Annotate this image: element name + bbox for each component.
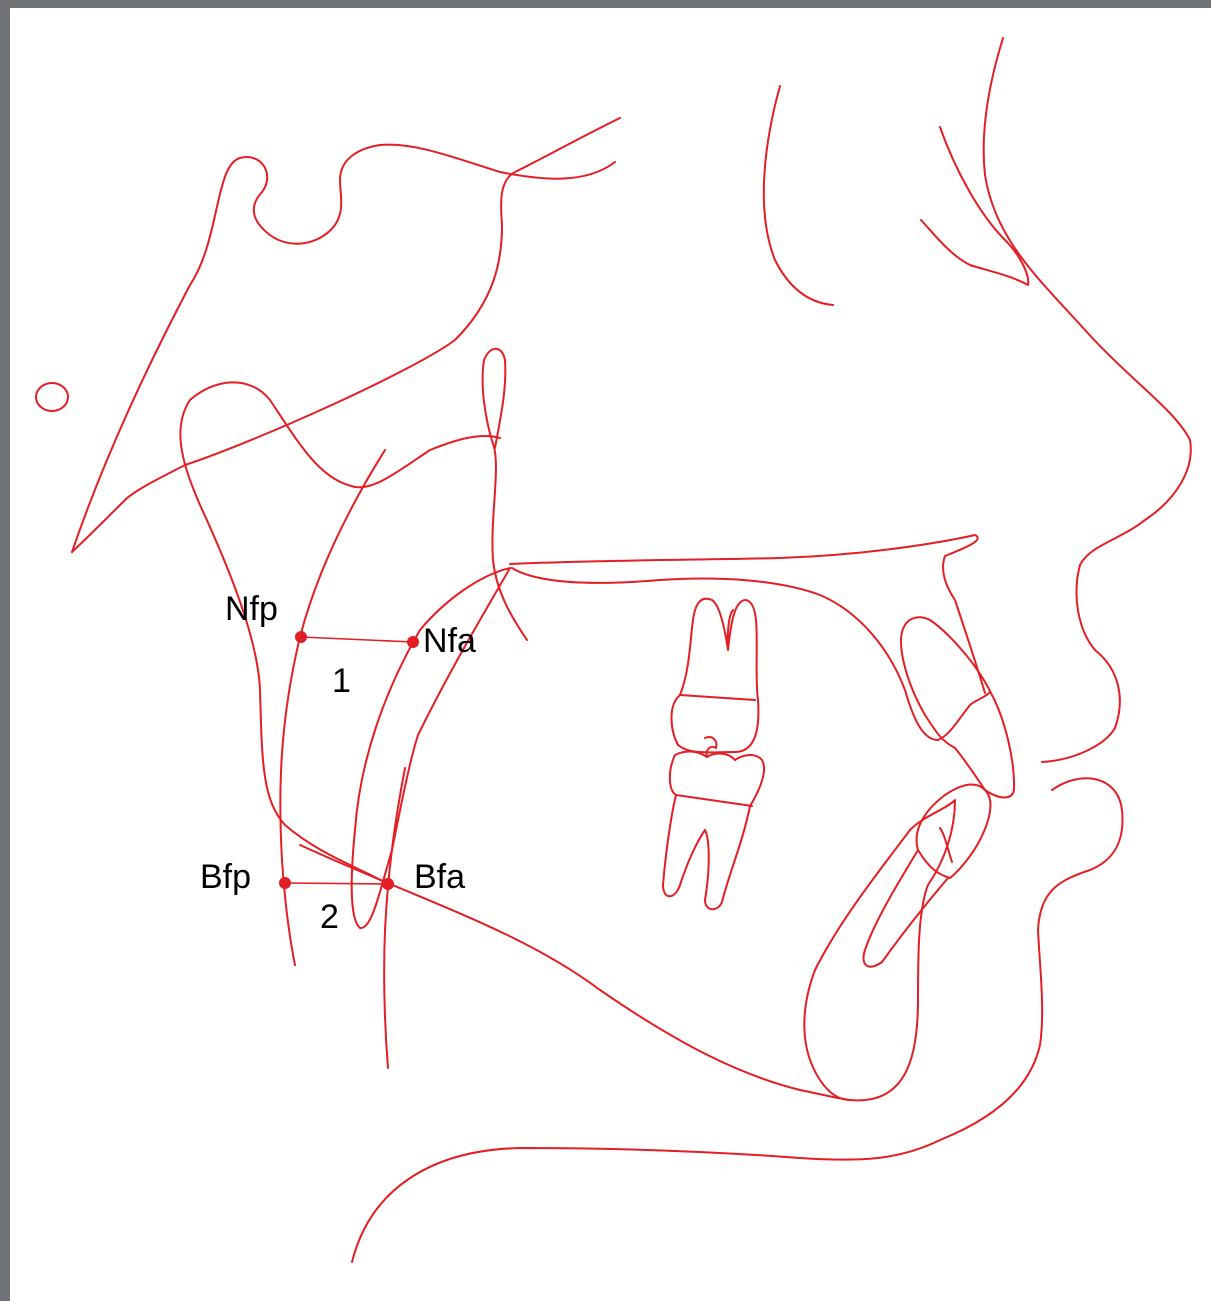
soft-palate-edge	[384, 768, 405, 1068]
ramus-posterior-border	[180, 400, 390, 885]
landmark-label-bfp: Bfp	[200, 858, 251, 896]
measurement-line-1	[301, 637, 413, 642]
measurement-line-2	[285, 883, 388, 884]
soft-tissue-nasion-line	[764, 86, 833, 305]
cranial-line-lower	[72, 465, 185, 552]
lower-molar	[663, 737, 764, 909]
upper-molar	[672, 599, 759, 753]
landmark-label-bfa: Bfa	[414, 858, 465, 896]
palate-inner	[512, 568, 938, 740]
landmark-label-nfp: Nfp	[225, 590, 278, 628]
soft-tissue-orbit	[921, 127, 1028, 285]
landmark-point-bfa	[382, 878, 394, 890]
symphysis	[804, 800, 955, 1100]
lower-incisor	[864, 785, 991, 967]
hard-palate	[510, 535, 985, 693]
landmark-label-nfa: Nfa	[423, 622, 476, 660]
cranial-base-outline	[72, 145, 615, 552]
soft-tissue-forehead-nose	[984, 38, 1191, 762]
orbital-roof	[185, 118, 620, 465]
upper-incisor	[901, 617, 1014, 797]
landmark-point-nfp	[295, 631, 307, 643]
landmark-point-bfp	[279, 877, 291, 889]
landmark-point-nfa	[407, 636, 419, 648]
measurement-label-2: 2	[320, 898, 339, 936]
ear-rod-circle	[36, 383, 68, 411]
measurement-label-1: 1	[332, 662, 351, 700]
pterygoid-plate	[483, 349, 527, 640]
posterior-pharyngeal-wall	[280, 450, 385, 965]
